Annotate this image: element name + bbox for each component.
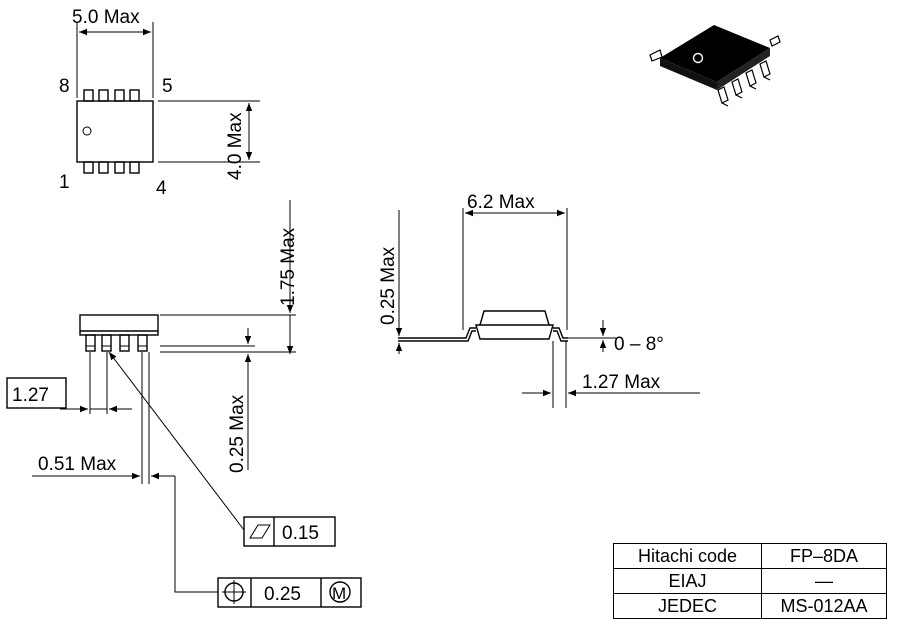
code-label: Hitachi code: [613, 543, 762, 569]
code-label: JEDEC: [613, 593, 762, 619]
table-row: EIAJ —: [613, 568, 887, 594]
end-view: 6.2 Max 0.25 Max 0 – 8° 1.27 Max: [378, 192, 700, 408]
code-value: —: [761, 568, 887, 594]
pin8-label: 8: [59, 76, 70, 97]
pitch-box: [6, 377, 67, 409]
flatness-symbol-icon: [249, 524, 271, 539]
flatness-callout: 0.15: [243, 516, 336, 547]
flatness-tolerance: 0.15: [282, 523, 319, 544]
side-standoff-label: 0.25 Max: [227, 394, 248, 473]
mmc-icon: [329, 581, 351, 603]
package-3d-icon: [649, 25, 781, 107]
pin5-label: 5: [162, 76, 173, 97]
lead-width-label: 0.51 Max: [38, 454, 117, 475]
position-symbol-icon: [222, 580, 246, 604]
pin4-label: 4: [156, 178, 167, 199]
top-view: 5.0 Max 8 5 1 4 4.0 Max: [59, 7, 260, 199]
position-tolerance: 0.25: [264, 584, 301, 605]
pitch-label: 1.27: [12, 385, 49, 406]
angle-label: 0 – 8°: [614, 334, 664, 355]
foot-length-label: 1.27 Max: [582, 372, 661, 393]
end-width-label: 6.2 Max: [467, 192, 535, 213]
table-row: JEDEC MS-012AA: [613, 593, 887, 619]
pin1-label: 1: [59, 172, 70, 193]
side-leads: [85, 334, 148, 352]
mmc-symbol: M: [332, 584, 346, 603]
code-value: MS-012AA: [761, 593, 887, 619]
bottom-pins: [83, 161, 140, 174]
top-pins: [83, 89, 140, 102]
package-code-table: Hitachi code FP–8DA EIAJ — JEDEC MS-012A…: [613, 543, 887, 619]
top-width-label: 5.0 Max: [72, 7, 140, 28]
top-height-label: 4.0 Max: [225, 112, 246, 180]
end-thickness-label: 0.25 Max: [378, 246, 399, 325]
end-body: [475, 310, 554, 340]
top-body: [76, 100, 154, 163]
side-body: [79, 314, 159, 336]
side-height-label: 1.75 Max: [278, 227, 299, 306]
table-row: Hitachi code FP–8DA: [613, 543, 887, 569]
pin1-marker: [82, 126, 92, 136]
code-value: FP–8DA: [761, 543, 887, 569]
side-view: 1.75 Max 0.25 Max 1.27 0.51 Max 0.15: [6, 200, 362, 608]
end-leads: [398, 327, 568, 342]
code-label: EIAJ: [613, 568, 762, 594]
position-callout: 0.25 M: [217, 577, 362, 608]
